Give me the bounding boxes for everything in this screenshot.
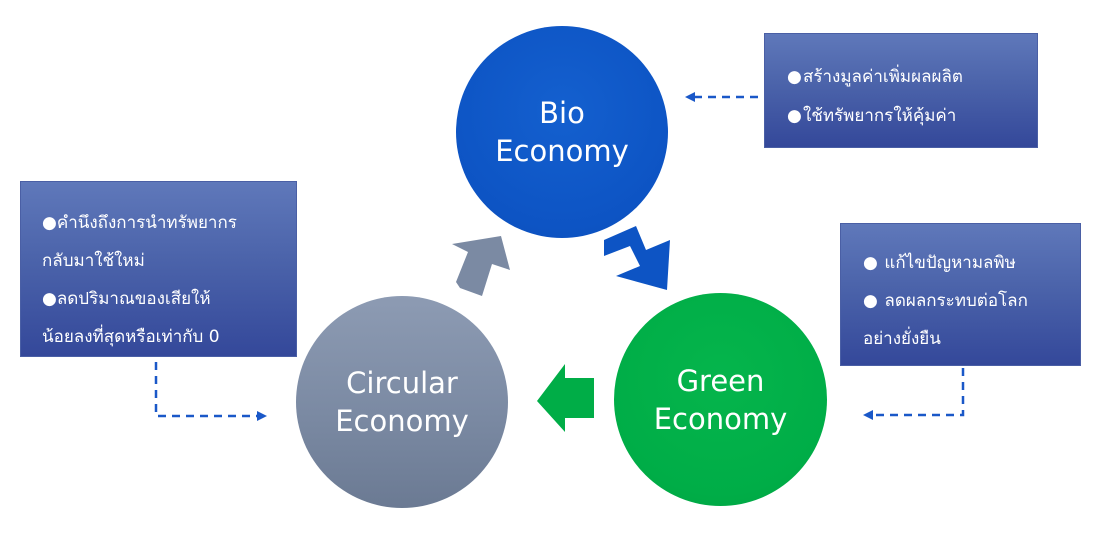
- circular-info-text: กลับมาใช้ใหม่: [42, 251, 145, 271]
- green-info-item-continued: อย่างยั่งยืน: [863, 320, 1070, 358]
- circular-economy-line1: Circular: [346, 366, 458, 400]
- green-info-text: ลดผลกระทบต่อโลก: [884, 291, 1028, 311]
- arrow-green-to-circular: [537, 364, 594, 432]
- green-economy-line1: Green: [676, 363, 765, 398]
- dashed-connector-circular: [154, 362, 267, 421]
- green-info-box: ● แก้ไขปัญหามลพิษ ● ลดผลกระทบต่อโลก อย่า…: [840, 223, 1081, 366]
- bullet-icon: ●: [787, 105, 802, 126]
- circular-info-item: ●คำนึงถึงการนำทรัพยากร: [42, 204, 286, 242]
- green-info-text: อย่างยั่งยืน: [863, 329, 941, 349]
- bio-info-text: ใช้ทรัพยากรให้คุ้มค่า: [803, 105, 957, 126]
- bullet-icon: ●: [42, 213, 57, 233]
- green-info-item: ● ลดผลกระทบต่อโลก: [863, 282, 1070, 320]
- arrow-bio-to-green: [604, 226, 670, 290]
- green-economy-node: Green Economy: [614, 293, 827, 506]
- circular-info-text: น้อยลงที่สุดหรือเท่ากับ 0: [42, 327, 220, 347]
- bio-info-item: ● ใช้ทรัพยากรให้คุ้มค่า: [787, 96, 1025, 135]
- bullet-icon: ●: [787, 66, 802, 87]
- circular-info-item: ●ลดปริมาณของเสียให้: [42, 280, 286, 318]
- circular-info-box: ●คำนึงถึงการนำทรัพยากร กลับมาใช้ใหม่ ●ลด…: [20, 181, 297, 357]
- circular-info-text: คำนึงถึงการนำทรัพยากร: [56, 213, 237, 233]
- green-info-text: แก้ไขปัญหามลพิษ: [884, 253, 1016, 273]
- bio-economy-line2: Economy: [495, 134, 629, 168]
- green-info-item: ● แก้ไขปัญหามลพิษ: [863, 244, 1070, 282]
- circular-economy-node: Circular Economy: [296, 296, 508, 508]
- dashed-connector-green: [863, 368, 965, 420]
- bio-info-box: ● สร้างมูลค่าเพิ่มผลผลิต ● ใช้ทรัพยากรให…: [764, 33, 1038, 148]
- bio-info-item: ● สร้างมูลค่าเพิ่มผลผลิต: [787, 57, 1025, 96]
- bio-info-text: สร้างมูลค่าเพิ่มผลผลิต: [803, 66, 963, 87]
- bio-economy-line1: Bio: [539, 96, 585, 130]
- green-economy-line2: Economy: [653, 401, 788, 436]
- bullet-icon: ●: [863, 291, 878, 311]
- bullet-icon: ●: [42, 289, 57, 309]
- circular-economy-line2: Economy: [335, 404, 469, 438]
- bullet-icon: ●: [863, 253, 878, 273]
- arrow-circular-to-bio: [452, 236, 510, 296]
- bio-economy-node: Bio Economy: [456, 26, 668, 238]
- circular-info-item-continued: กลับมาใช้ใหม่: [42, 242, 286, 280]
- circular-info-item-continued: น้อยลงที่สุดหรือเท่ากับ 0: [42, 318, 286, 356]
- circular-info-text: ลดปริมาณของเสียให้: [56, 289, 211, 309]
